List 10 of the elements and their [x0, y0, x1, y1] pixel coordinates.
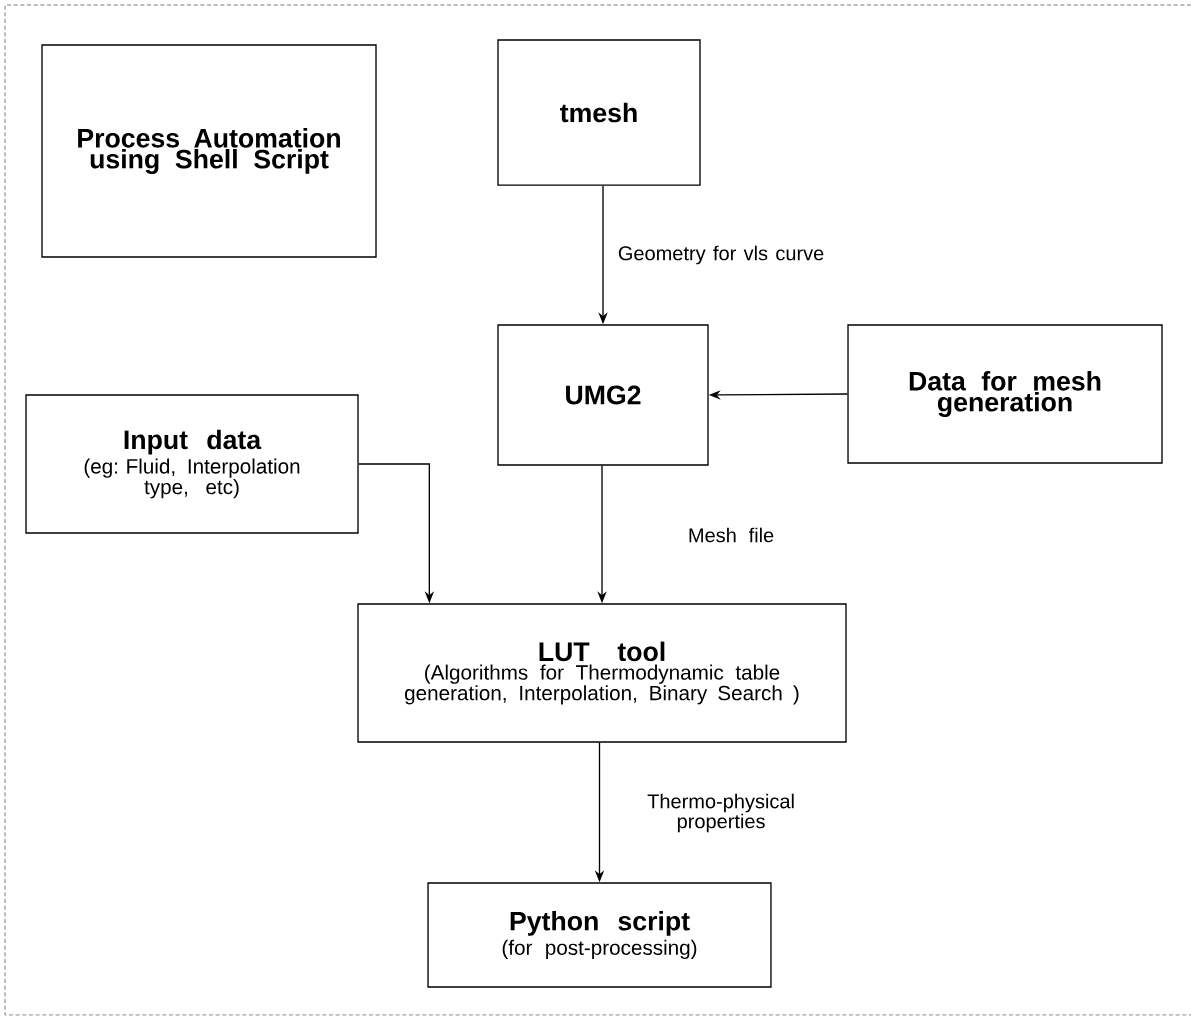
- edge-label: Thermo-physical properties: [647, 793, 794, 833]
- process-box: UMG2: [497, 324, 709, 466]
- process-box: Process Automation using Shell Script: [41, 44, 377, 258]
- edge-label: Mesh file: [689, 527, 774, 543]
- process-box: Python script (for post-processing): [427, 882, 772, 988]
- process-box: LUT tool (Algorithms for Thermodynamic table generation, Interpolation, Binary Search ): [357, 603, 847, 743]
- process-box: Data for mesh generation: [847, 324, 1163, 464]
- process-box: tmesh: [497, 39, 701, 186]
- edge-label: Geometry for vls curve: [618, 245, 824, 265]
- process-box: Input data (eg: Fluid, Interpolation type, etc): [25, 394, 359, 534]
